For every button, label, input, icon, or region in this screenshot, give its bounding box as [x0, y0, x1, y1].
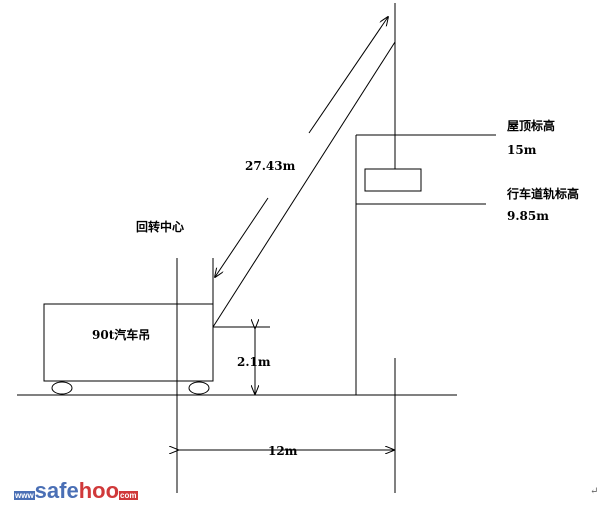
- load-block: [364, 168, 422, 192]
- crane-wheel-left: [51, 381, 73, 395]
- boom-dimension-upper: [308, 17, 388, 134]
- roof-title: 屋顶标高: [507, 118, 555, 133]
- rail-title: 行车道轨标高: [506, 186, 579, 201]
- rotation-center-label: 回转中心: [136, 219, 184, 234]
- logo-hoo: hoo: [78, 478, 120, 503]
- boom-length-label: 27.43m: [245, 159, 296, 173]
- crane-wheel-right: [188, 381, 210, 395]
- boom: [212, 41, 396, 328]
- logo-com: com: [119, 491, 138, 500]
- crane-body: [43, 303, 214, 382]
- rail-value: 9.85m: [507, 209, 549, 223]
- boom-dimension-lower: [215, 197, 269, 277]
- logo-safe: safe: [34, 478, 79, 503]
- safehoo-watermark-logo: wwwsafehoocom: [14, 478, 138, 504]
- return-mark: ↵: [590, 486, 598, 497]
- distance-label: 12m: [268, 444, 298, 458]
- crane-label: 90t汽车吊: [92, 327, 150, 342]
- pivot-height-label: 2.1m: [237, 355, 271, 369]
- roof-value: 15m: [507, 143, 537, 157]
- logo-www: www: [14, 491, 35, 500]
